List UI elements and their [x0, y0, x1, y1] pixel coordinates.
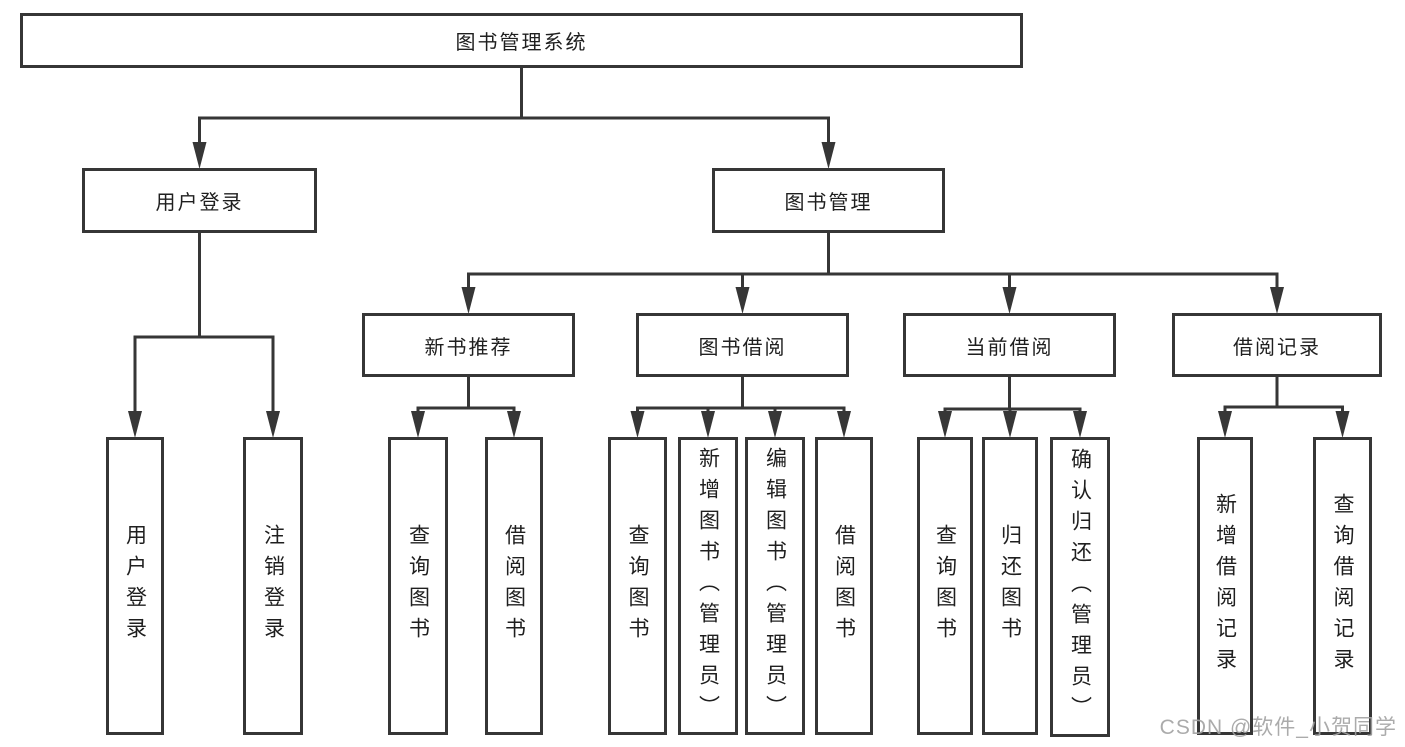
leaf-query-books: 查询图书	[608, 437, 667, 735]
node-label: 用户登录	[155, 192, 244, 214]
leaf-confirm-return-admin: 确认归还（管理员）	[1050, 437, 1110, 737]
node-label: 借阅图书	[502, 524, 526, 648]
leaf-logout-login: 注销登录	[243, 437, 303, 735]
leaf-edit-books-admin: 编辑图书（管理员）	[745, 437, 805, 735]
node-label: 图书借阅	[698, 336, 787, 359]
arrowhead-icon	[1335, 411, 1350, 438]
arrowhead-icon	[1218, 411, 1232, 438]
node-label: 新增图书（管理员）	[696, 446, 720, 726]
arrowhead-icon	[1073, 411, 1087, 438]
arrowhead-icon	[411, 411, 425, 438]
arrowhead-icon	[1003, 411, 1017, 438]
node-label: 新书推荐	[424, 336, 513, 359]
box-library-management-system: 图书管理系统	[20, 13, 1023, 68]
node-label: 用户登录	[123, 524, 147, 648]
box-book-management: 图书管理	[712, 168, 945, 233]
edge-from-book-borrowing	[630, 376, 851, 438]
arrowhead-icon	[1002, 287, 1017, 314]
arrowhead-icon	[630, 411, 645, 438]
box-user-login: 用户登录	[82, 168, 317, 233]
arrowhead-icon	[821, 142, 836, 169]
box-current-borrowing: 当前借阅	[903, 313, 1116, 377]
node-label: 编辑图书（管理员）	[763, 446, 787, 726]
edge-from-new-book-recommendation	[411, 376, 521, 438]
leaf-borrow-books: 借阅图书	[815, 437, 873, 735]
arrowhead-icon	[938, 411, 952, 438]
node-label: 当前借阅	[965, 336, 1054, 359]
arrowhead-icon	[192, 142, 207, 169]
arrowhead-icon	[1270, 287, 1284, 314]
leaf-query-books: 查询图书	[917, 437, 973, 735]
node-label: 查询图书	[626, 524, 649, 648]
box-borrowing-records: 借阅记录	[1172, 313, 1382, 377]
edge-from-book-management	[461, 232, 1284, 314]
leaf-query-borrow-record: 查询借阅记录	[1313, 437, 1372, 735]
watermark-text: CSDN @软件_小贺同学	[1159, 716, 1397, 739]
node-label: 图书管理	[784, 192, 873, 214]
edge-from-borrowing-records	[1218, 376, 1350, 438]
box-new-book-recommendation: 新书推荐	[362, 313, 575, 377]
node-label: 借阅记录	[1233, 336, 1321, 359]
leaf-return-books: 归还图书	[982, 437, 1038, 735]
node-label: 新增借阅记录	[1213, 493, 1237, 679]
leaf-borrow-books: 借阅图书	[485, 437, 543, 735]
arrowhead-icon	[507, 411, 521, 438]
leaf-add-borrow-record: 新增借阅记录	[1197, 437, 1253, 735]
edge-from-current-borrowing	[938, 376, 1087, 438]
node-label: 图书管理系统	[455, 32, 588, 54]
node-label: 确认归还（管理员）	[1068, 447, 1092, 727]
arrowhead-icon	[735, 287, 750, 314]
arrowhead-icon	[461, 287, 476, 314]
node-label: 查询借阅记录	[1331, 493, 1354, 679]
box-book-borrowing: 图书借阅	[636, 313, 849, 377]
edge-from-user-login	[128, 232, 280, 438]
arrowhead-icon	[837, 411, 851, 438]
leaf-add-books-admin: 新增图书（管理员）	[678, 437, 738, 735]
node-label: 查询图书	[933, 524, 957, 648]
arrowhead-icon	[701, 411, 715, 438]
node-label: 查询图书	[406, 524, 430, 648]
node-label: 归还图书	[998, 524, 1022, 648]
leaf-query-books: 查询图书	[388, 437, 448, 735]
arrowhead-icon	[128, 411, 142, 438]
edge-from-system-root	[192, 67, 836, 169]
node-label: 注销登录	[261, 524, 285, 648]
arrowhead-icon	[266, 411, 280, 438]
arrowhead-icon	[768, 411, 782, 438]
leaf-user-login: 用户登录	[106, 437, 164, 735]
node-label: 借阅图书	[832, 524, 856, 648]
